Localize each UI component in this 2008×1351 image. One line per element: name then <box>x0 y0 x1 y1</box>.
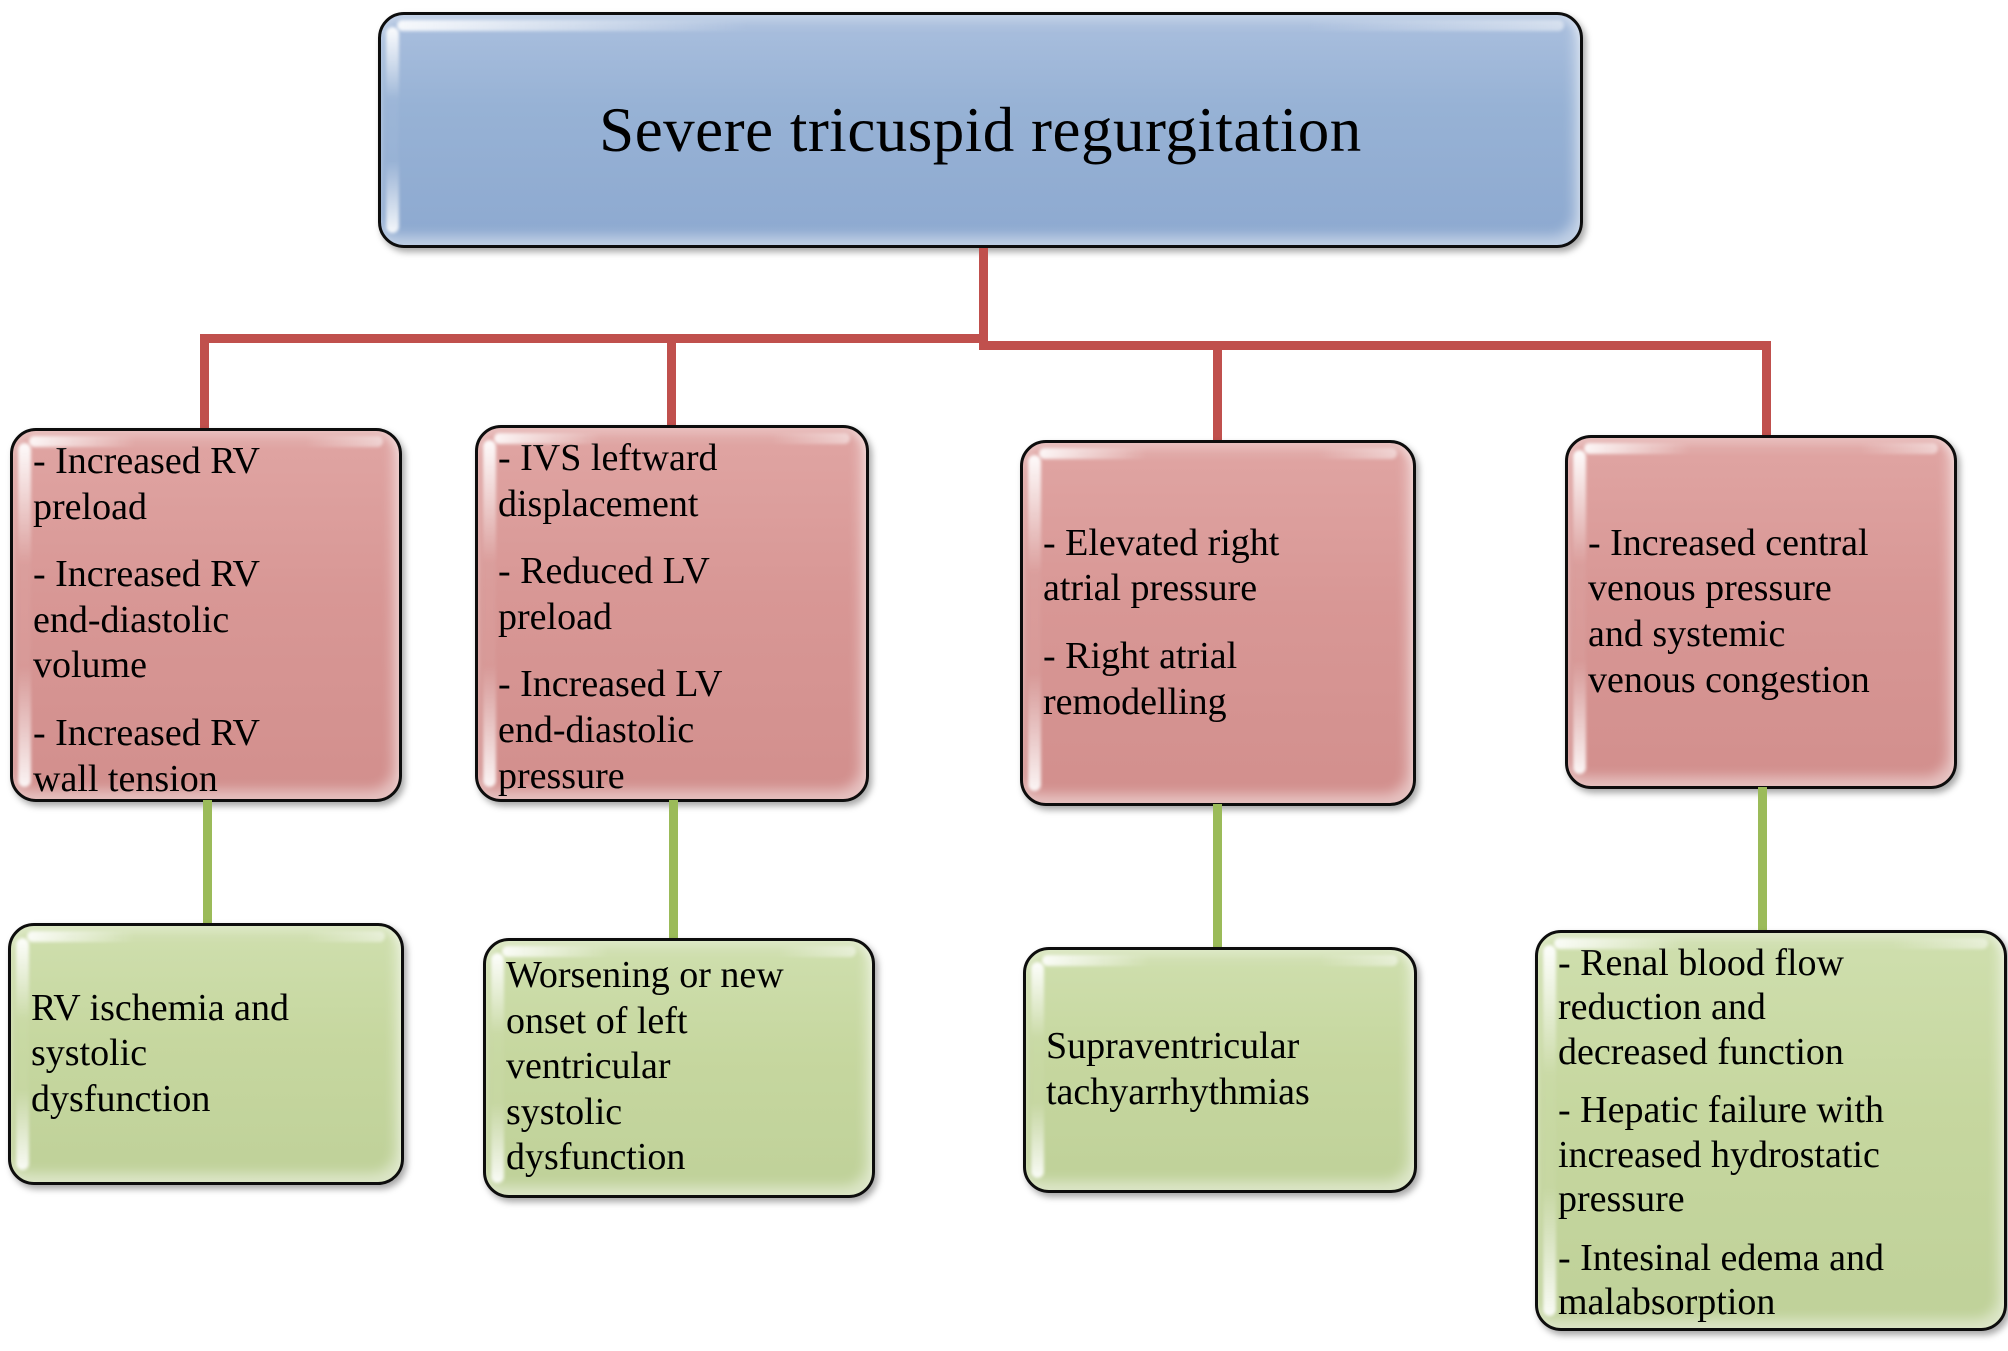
cause-effect-connector-1 <box>203 800 212 925</box>
tree-connector-drop-3 <box>1213 341 1222 442</box>
tree-connector-rail-right <box>979 341 1771 350</box>
tree-connector-drop-4 <box>1762 341 1771 437</box>
node-text: - IVS leftward displacement <box>498 437 718 525</box>
root-node: Severe tricuspid regurgitation <box>378 12 1583 248</box>
node-text: - Increased RV preload <box>33 440 260 528</box>
cause-node-2: - IVS leftward displacement - Reduced LV… <box>475 425 869 802</box>
cause-node-1: - Increased RV preload - Increased RV en… <box>10 428 402 802</box>
root-node-label: Severe tricuspid regurgitation <box>599 94 1362 165</box>
effect-node-3: Supraventricular tachyarrhythmias <box>1023 947 1417 1193</box>
node-text: - Hepatic failure with increased hydrost… <box>1558 1089 1885 1221</box>
node-text: - Right atrial remodelling <box>1043 635 1238 723</box>
cause-node-3: - Elevated right atrial pressure - Right… <box>1020 440 1416 806</box>
tree-connector-stem <box>979 248 988 341</box>
tree-connector-rail-left <box>200 334 988 343</box>
node-text: - Renal blood flow reduction and decreas… <box>1558 942 1845 1073</box>
node-text: - Increased RV end-diastolic volume <box>33 553 260 687</box>
tree-connector-drop-1 <box>200 334 209 430</box>
effect-node-2: Worsening or new onset of left ventricul… <box>483 938 875 1198</box>
node-text: Worsening or new onset of left ventricul… <box>506 954 784 1179</box>
node-text: - Increased RV wall tension <box>33 711 260 800</box>
node-text: Supraventricular tachyarrhythmias <box>1046 1025 1310 1113</box>
cause-effect-connector-3 <box>1213 804 1222 949</box>
cause-effect-connector-2 <box>669 800 678 940</box>
tree-connector-drop-2 <box>667 334 676 427</box>
effect-node-4: - Renal blood flow reduction and decreas… <box>1535 930 2007 1331</box>
node-text: RV ischemia and systolic dysfunction <box>31 986 289 1120</box>
cause-effect-connector-4 <box>1758 787 1767 932</box>
node-text: - Increased LV end-diastolic pressure <box>498 663 723 797</box>
node-text: - Reduced LV preload <box>498 550 710 638</box>
effect-node-1: RV ischemia and systolic dysfunction <box>8 923 404 1185</box>
node-text: - Increased central venous pressure and … <box>1588 521 1870 701</box>
node-text: - Elevated right atrial pressure <box>1043 521 1280 610</box>
node-text: - Intesinal edema and malabsorption <box>1558 1236 1885 1324</box>
cause-node-4: - Increased central venous pressure and … <box>1565 435 1957 789</box>
